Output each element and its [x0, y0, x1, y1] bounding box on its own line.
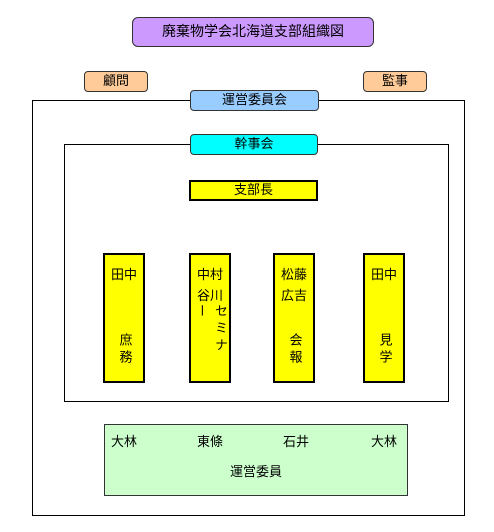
role-column-general-affairs: 田中 庶務 — [103, 253, 145, 383]
person-name: 中村 — [196, 268, 223, 283]
person-name: 谷川 — [196, 289, 223, 304]
person-name: 広吉 — [280, 289, 307, 304]
person-name: 松藤 — [280, 268, 307, 283]
steering-members-box: 大林 東條 石井 大林 運営委員 — [104, 424, 408, 496]
role-column-newsletter: 松藤 広吉 会報 — [273, 253, 315, 383]
role-label: 会報 — [286, 333, 302, 367]
member-name: 大林 — [111, 435, 138, 450]
person-name: 田中 — [110, 268, 137, 283]
member-name: 石井 — [283, 435, 310, 450]
auditor-box: 監事 — [363, 71, 427, 92]
role-column-seminar: 中村 谷川 セミナー — [189, 253, 231, 383]
role-column-site-visit: 田中 見学 — [363, 253, 405, 383]
member-name: 大林 — [371, 435, 398, 450]
org-chart-title: 廃棄物学会北海道支部組織図 — [132, 17, 374, 47]
role-label: 見学 — [376, 333, 392, 367]
advisor-box: 顧問 — [84, 71, 148, 92]
role-label: セミナー — [193, 304, 227, 355]
role-label: 庶務 — [116, 333, 132, 367]
executive-committee-box: 幹事会 — [190, 134, 318, 155]
members-label: 運営委員 — [229, 465, 282, 480]
steering-committee-box: 運営委員会 — [190, 90, 319, 111]
person-name: 田中 — [370, 268, 397, 283]
branch-chief-box: 支部長 — [189, 180, 318, 201]
member-name: 東條 — [197, 435, 224, 450]
